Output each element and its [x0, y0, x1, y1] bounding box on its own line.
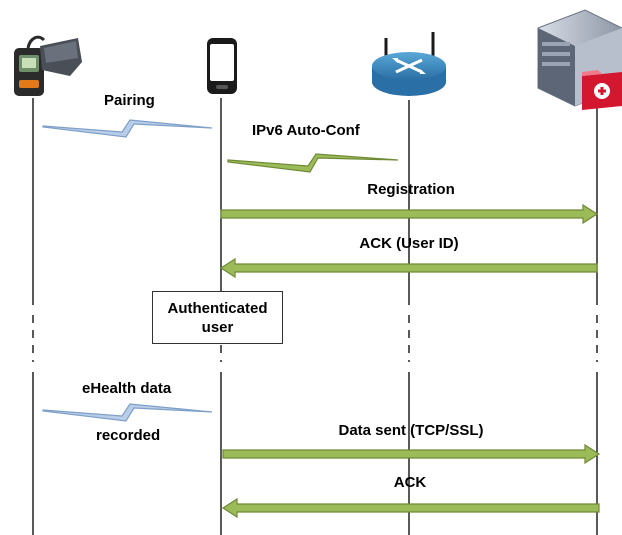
arrow-registration [220, 203, 599, 225]
smartphone-icon [207, 38, 237, 94]
wireless-link-ipv6 [227, 153, 399, 173]
health-sensor-device-icon [14, 35, 82, 96]
note-line-2: user [201, 318, 234, 336]
label-ehealth-data: eHealth data [82, 380, 172, 397]
arrow-ack-user-id [219, 257, 598, 279]
label-recorded: recorded [96, 427, 161, 444]
arrow-data-sent [222, 443, 601, 465]
label-ack-user-id: ACK (User ID) [359, 235, 459, 252]
label-registration: Registration [367, 181, 455, 198]
wireless-router-icon [372, 32, 446, 96]
authenticated-user-note: Authenticated user [152, 291, 283, 344]
label-pairing: Pairing [104, 92, 155, 109]
medical-server-icon [537, 9, 622, 110]
note-line-1: Authenticated [167, 299, 268, 317]
arrow-ack [221, 497, 600, 519]
label-ack: ACK [393, 474, 427, 491]
wireless-link-pairing [42, 119, 213, 138]
label-data-sent: Data sent (TCP/SSL) [338, 422, 484, 439]
wireless-link-ehealth [42, 403, 213, 422]
label-ipv6-autoconf: IPv6 Auto-Conf [252, 122, 360, 139]
